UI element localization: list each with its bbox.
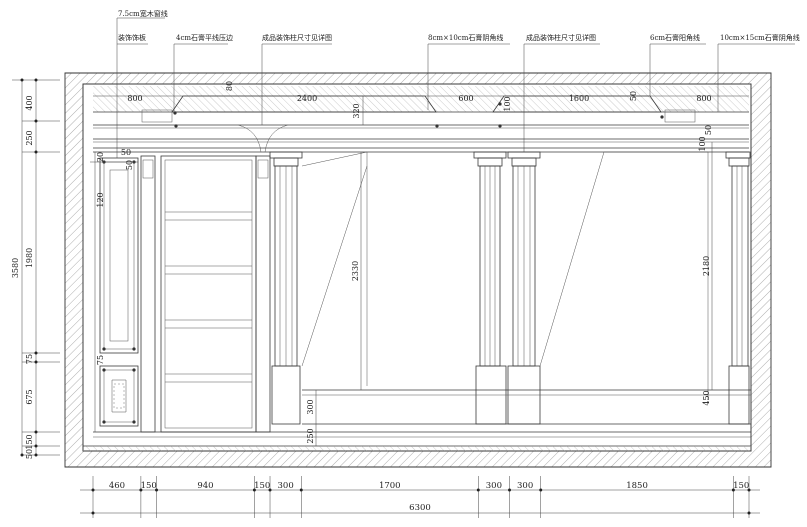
dim-tick-dot	[476, 488, 480, 492]
perspective-lines	[301, 151, 709, 400]
dim-inner-50: 50	[704, 125, 713, 135]
wall-frame	[64, 72, 772, 468]
dim-bottom-segment-5: 1700	[379, 481, 401, 491]
dim-inner-50b: 50	[125, 160, 134, 170]
dim-tick-dot	[91, 488, 95, 492]
annotation-decor-panel: 装饰饰板	[118, 33, 146, 42]
dim-inner-120: 120	[96, 192, 105, 207]
dim-bottom-segment-7: 300	[517, 481, 533, 491]
dim-left-1980: 1980	[25, 248, 34, 268]
dim-total-tick-dot	[747, 511, 751, 515]
dim-left-150: 150	[25, 434, 34, 449]
dim-inner-50a: 50	[121, 148, 131, 157]
dim-left-50: 50	[25, 449, 34, 459]
dim-left-3580: 3580	[11, 258, 20, 278]
dim-tick-dot	[268, 488, 272, 492]
dim-ceiling-800-left: 800	[127, 94, 142, 103]
dim-tick-dot	[299, 488, 303, 492]
dim-tick-dot	[139, 488, 143, 492]
ceiling-dimensions: 800 80 2400 320 600 100 1600 50 800	[93, 81, 749, 125]
dim-tick-dot	[731, 488, 735, 492]
inner-dimensions: 20 50 50 120 75 2330 300 250 2180 450 10…	[90, 125, 713, 446]
dim-left-675: 675	[25, 389, 34, 404]
dim-inner-450: 450	[702, 390, 711, 405]
dim-left-250: 250	[25, 130, 34, 145]
dim-left-75: 75	[25, 354, 34, 364]
dim-inner-75: 75	[96, 355, 105, 365]
dim-ceiling-320: 320	[352, 103, 361, 118]
dim-ceiling-50: 50	[629, 91, 638, 101]
door-unit	[140, 155, 271, 433]
annotation-column-detail-1: 成品装饰柱尺寸见详图	[262, 33, 332, 42]
dim-tick-dot	[508, 488, 512, 492]
dim-inner-2180: 2180	[702, 256, 711, 276]
dim-ceiling-600: 600	[458, 94, 473, 103]
dim-bottom-segment-9: 150	[733, 481, 749, 491]
floor-base	[83, 389, 751, 451]
dim-ceiling-100: 100	[503, 96, 512, 111]
dim-bottom-segment-4: 300	[278, 481, 294, 491]
dim-ceiling-1600: 1600	[569, 94, 589, 103]
bottom-dimension-chain: 460 150 940 150 300 1700 300 300 1850 150 6300	[80, 476, 760, 518]
dim-bottom-segment-1: 150	[141, 481, 157, 491]
dim-total-tick-dot	[91, 511, 95, 515]
annotation-corner-6cm: 6cm石膏阳角线	[650, 33, 700, 42]
leader-lines	[116, 17, 795, 158]
dim-inner-300: 300	[306, 399, 315, 414]
dim-bottom-segment-6: 300	[486, 481, 502, 491]
dim-inner-20: 20	[96, 152, 105, 162]
dim-ceiling-800-right: 800	[696, 94, 711, 103]
dim-inner-100: 100	[698, 136, 707, 151]
annotations: 7.5cm宽木窗线 装饰饰板 4cm石膏平线压边 成品装饰柱尺寸见详图 8cm×…	[118, 9, 800, 42]
dim-tick-dot	[747, 488, 751, 492]
dim-tick-dot	[252, 488, 256, 492]
dim-inner-250: 250	[306, 428, 315, 443]
dim-bottom-segment-3: 150	[254, 481, 270, 491]
dim-tick-dot	[539, 488, 543, 492]
columns	[269, 151, 751, 425]
dim-tick-dot	[155, 488, 159, 492]
left-dimension-chain: 400 250 1980 3580 75 675 150 50	[11, 78, 60, 459]
left-panels	[99, 157, 139, 427]
annotation-plaster-flat-line: 4cm石膏平线压边	[176, 33, 233, 42]
annotation-cove-10x15: 10cm×15cm石膏阴角线	[720, 33, 800, 42]
dim-ceiling-2400: 2400	[297, 94, 317, 103]
annotation-cove-8x10: 8cm×10cm石膏阴角线	[428, 33, 503, 42]
dim-bottom-segment-0: 460	[109, 481, 125, 491]
ceiling-band	[93, 86, 749, 153]
dim-ceiling-80: 80	[225, 81, 234, 91]
dim-bottom-total: 6300	[409, 503, 431, 513]
dim-inner-2330: 2330	[351, 261, 360, 281]
dim-bottom-segment-8: 1850	[626, 481, 648, 491]
annotation-column-detail-2: 成品装饰柱尺寸见详图	[526, 33, 596, 42]
dim-left-400: 400	[25, 95, 34, 110]
dim-bottom-segment-2: 940	[197, 481, 213, 491]
annotation-window-trim: 7.5cm宽木窗线	[118, 9, 168, 18]
